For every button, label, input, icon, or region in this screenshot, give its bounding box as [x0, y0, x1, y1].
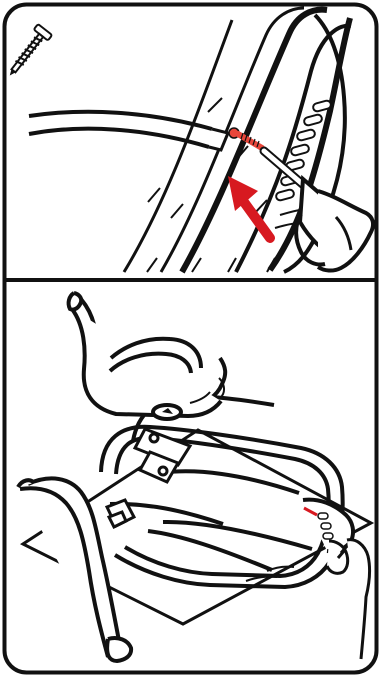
instruction-diagram	[0, 0, 381, 677]
diagram-svg	[0, 0, 381, 677]
